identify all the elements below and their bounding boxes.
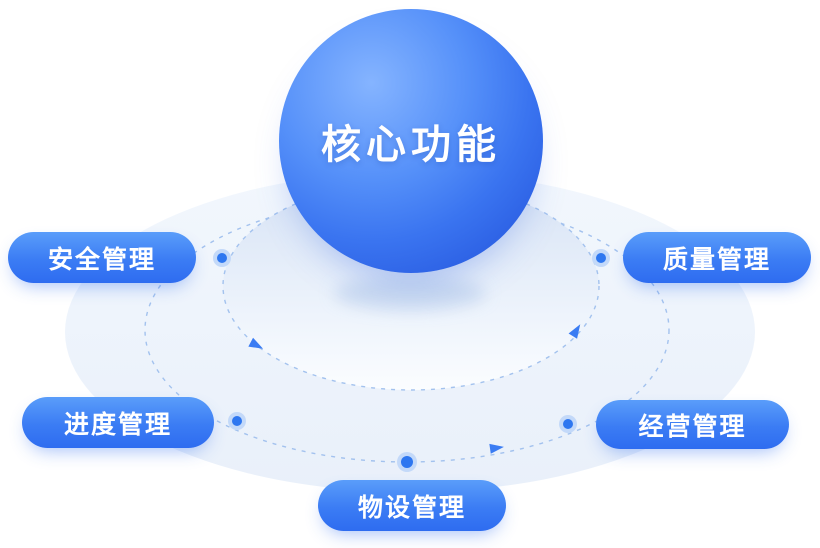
orbit-dot-quality [592, 249, 610, 267]
orbit-arrow-icon [489, 443, 504, 454]
pill-progress-management: 进度管理 [22, 397, 214, 448]
orbit-dot-equipment [397, 452, 417, 472]
pill-safety-management: 安全管理 [8, 232, 196, 283]
sphere-shadow [334, 276, 486, 310]
orbit-dot-progress [228, 412, 246, 430]
core-sphere-label: 核心功能 [321, 123, 501, 167]
pill-quality-management: 质量管理 [623, 232, 811, 283]
orbit-arrow-icon [248, 337, 264, 349]
orbit-dot-safety [213, 249, 231, 267]
orbit-arrow-icon [568, 324, 581, 339]
core-sphere: 核心功能 [279, 9, 543, 273]
pill-equipment-management: 物设管理 [318, 480, 506, 531]
orbit-dot-operations [559, 415, 577, 433]
pill-operations-management: 经营管理 [596, 400, 789, 449]
